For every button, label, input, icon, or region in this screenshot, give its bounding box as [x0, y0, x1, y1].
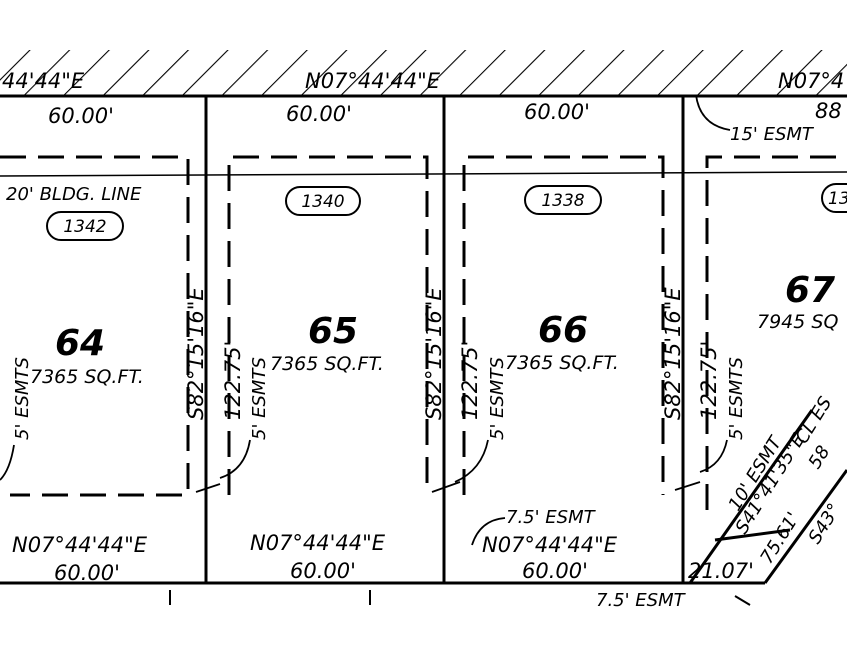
rear-dim-65: 60.00'	[290, 559, 356, 583]
front-dim-65: 60.00'	[286, 102, 352, 126]
bldg-line-label: 20' BLDG. LINE	[6, 184, 142, 205]
lot-64-area: 7365 SQ.FT.	[30, 366, 144, 388]
esmt-75-bottom: 7.5' ESMT	[596, 590, 687, 611]
front-dim-64: 60.00'	[48, 104, 114, 128]
lot-65-number: 65	[308, 311, 358, 352]
easement-leaders	[0, 94, 731, 546]
address-1342: 1342	[46, 211, 124, 241]
lot-65-area: 7365 SQ.FT.	[270, 353, 384, 375]
esmt-75-inner: 7.5' ESMT	[506, 507, 597, 528]
bldg-line	[0, 171, 847, 177]
side-dim-65: 122.75'	[221, 341, 245, 420]
side-esmts-67: 5' ESMTS	[726, 357, 747, 440]
address-13-partial: 13	[821, 183, 847, 213]
side-bearing-64-65: S82°15'16"E	[184, 287, 208, 420]
lot-67-number: 67	[785, 270, 835, 311]
side-esmts-66: 5' ESMTS	[487, 357, 508, 440]
esmt-15: 15' ESMT	[730, 124, 815, 145]
rear-tick-3	[734, 595, 751, 606]
bottom-bearing-64: N07°44'44"E	[12, 533, 148, 557]
rear-dim-64: 60.00'	[54, 561, 120, 585]
address-1338: 1338	[524, 185, 602, 215]
side-dim-67: 122.75'	[697, 341, 721, 420]
side-bearing-65-66: S82°15'16"E	[422, 287, 446, 420]
svg-text:1338: 1338	[541, 191, 584, 211]
lot67-edges	[688, 409, 847, 584]
bottom-bearing-66: N07°44'44"E	[482, 533, 618, 557]
side-esmts-65: 5' ESMTS	[249, 357, 270, 440]
row-hatch	[0, 50, 847, 96]
lot67-bearing-b: S43°	[804, 500, 845, 548]
side-esmts-64: 5' ESMTS	[12, 357, 33, 440]
front-dim-66: 60.00'	[524, 100, 590, 124]
top-bearing-left: 44'44"E	[2, 69, 85, 93]
lot-64-number: 64	[55, 323, 105, 364]
lot-67-area: 7945 SQ	[757, 311, 838, 333]
svg-text:1340: 1340	[301, 192, 344, 212]
rear-dim-66: 60.00'	[522, 559, 588, 583]
top-bearing-center: N07°44'44"E	[305, 69, 441, 93]
lot-66-number: 66	[538, 310, 588, 351]
top-right-dim: 88	[815, 99, 842, 123]
rear-dim-67: 21.07'	[688, 559, 754, 583]
top-bearing-right: N07°4	[778, 69, 844, 93]
side-bearing-66-67: S82°15'16"E	[661, 287, 685, 420]
svg-text:13: 13	[828, 189, 847, 209]
side-dim-66: 122.75'	[458, 341, 482, 420]
building-envelopes	[0, 155, 847, 510]
bottom-bearing-65: N07°44'44"E	[250, 531, 386, 555]
address-1340: 1340	[285, 186, 361, 216]
svg-text:1342: 1342	[63, 217, 106, 237]
lot-66-area: 7365 SQ.FT.	[505, 352, 619, 374]
